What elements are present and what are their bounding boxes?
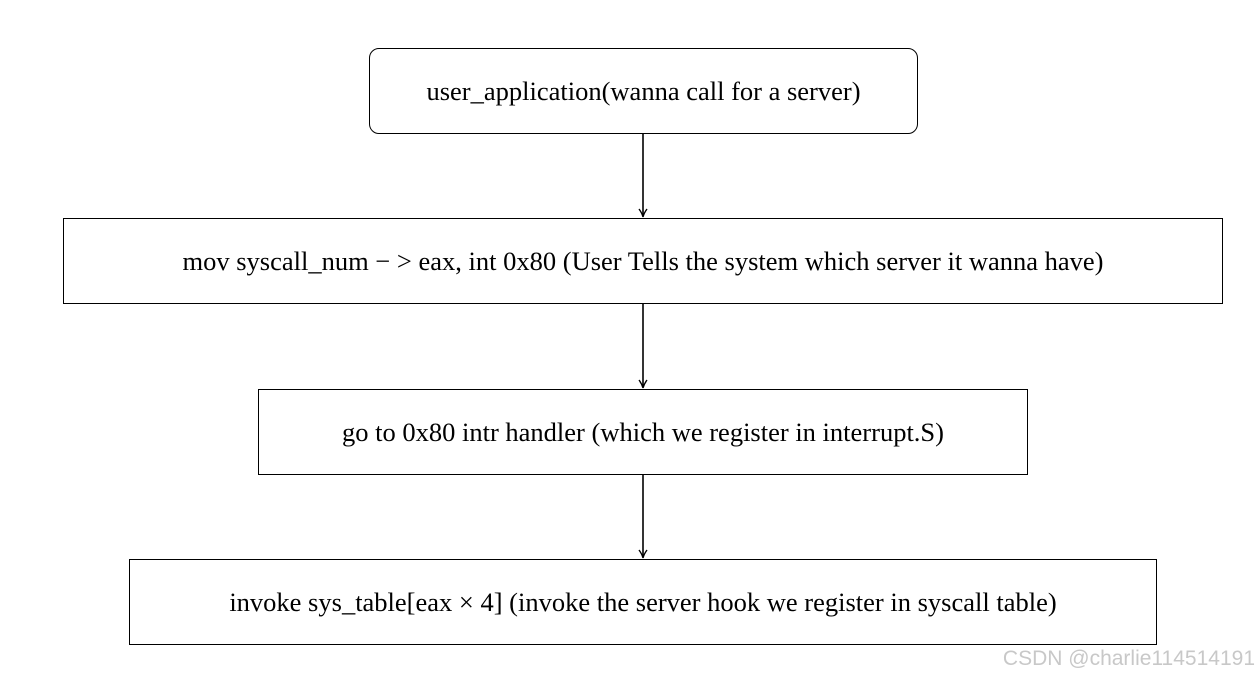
node-intr-handler-label: go to 0x80 intr handler (which we regist… <box>342 416 944 447</box>
node-invoke-sys-table-label: invoke sys_table[eax × 4] (invoke the se… <box>229 586 1057 617</box>
csdn-watermark: CSDN @charlie114514191 <box>1002 647 1255 670</box>
node-intr-handler: go to 0x80 intr handler (which we regist… <box>258 389 1028 475</box>
node-mov-syscall: mov syscall_num − > eax, int 0x80 (User … <box>63 218 1223 304</box>
node-user-application: user_application(wanna call for a server… <box>369 48 918 134</box>
node-mov-syscall-label: mov syscall_num − > eax, int 0x80 (User … <box>182 245 1104 276</box>
node-user-application-label: user_application(wanna call for a server… <box>426 75 861 106</box>
node-invoke-sys-table: invoke sys_table[eax × 4] (invoke the se… <box>129 559 1157 645</box>
